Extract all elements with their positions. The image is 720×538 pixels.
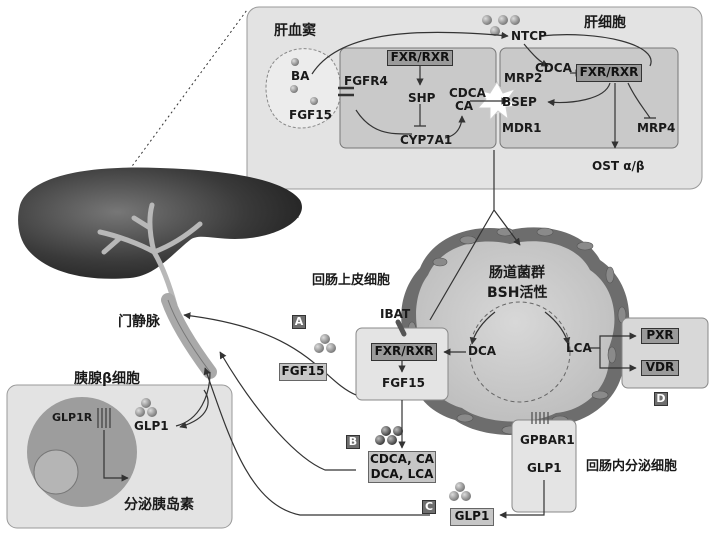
glp1-portal-box: GLP1 <box>450 508 494 526</box>
shp-label: SHP <box>408 91 436 105</box>
ca-label: CA <box>455 99 474 113</box>
ba-to-ntcp-arrow <box>311 31 509 75</box>
beta-cell-nucleus <box>33 449 79 495</box>
lca-to-vdr-arrow <box>599 348 637 372</box>
ntcp-label: NTCP <box>511 29 547 43</box>
fgfr4-bar <box>338 86 354 97</box>
lca-arrow <box>544 311 571 345</box>
fxr-rxr-hepatocyte-left: FXR/RXR <box>387 50 453 66</box>
dca-label: DCA <box>468 344 497 358</box>
ba-sphere-small <box>291 58 299 66</box>
glp1-enteroendocrine-label: GLP1 <box>527 461 562 475</box>
panel-d-tag: D <box>654 392 668 406</box>
microbe-cycle <box>469 301 571 403</box>
ntcp-to-cdca-arrow <box>523 43 549 67</box>
ba-sphere <box>490 26 500 36</box>
cyp7a1-to-ca-arrow <box>444 115 466 139</box>
hepatocyte-title: 肝细胞 <box>584 15 626 31</box>
ibat-transporter <box>395 319 407 337</box>
glp1-spheres-pancreas <box>135 398 157 417</box>
microbe-lumen <box>416 241 615 422</box>
insulin-arrow <box>103 430 129 482</box>
glp1-pancreas-label: GLP1 <box>134 419 169 433</box>
glp1-to-portal <box>499 480 545 519</box>
liver <box>18 167 302 279</box>
fgf15-to-portal-arrow <box>183 312 357 396</box>
fxr-rxr-ileal: FXR/RXR <box>371 343 437 361</box>
cyp7a1-label: CYP7A1 <box>400 133 453 147</box>
bile-acids-box-line2: DCA, LCA <box>368 467 436 483</box>
bile-acid-spheres <box>375 426 403 445</box>
enteroendocrine-title: 回肠内分泌细胞 <box>586 459 678 474</box>
fgf15-ileal-label: FGF15 <box>382 376 425 390</box>
dca-arrow <box>469 311 496 345</box>
glp1r-label: GLP1R <box>52 411 93 424</box>
ostab-label: OST α/β <box>592 159 645 173</box>
fgfr4-to-cyp7a1 <box>355 109 413 135</box>
bsep-label: BSEP <box>502 95 537 109</box>
ntcp-loop-arrow <box>539 34 652 67</box>
fgf15-spheres <box>314 334 336 353</box>
fgf15-sphere <box>310 97 318 105</box>
portal-vein-outline <box>167 299 211 373</box>
glp1-spheres-bottom <box>449 482 471 501</box>
mrp2-label: MRP2 <box>504 71 543 85</box>
portal-vein-label: 门静脉 <box>118 314 160 330</box>
bile-acids-box-line1: CDCA, CA <box>368 451 436 467</box>
sinusoid-blob <box>265 48 342 129</box>
ileal-epithelial-title: 回肠上皮细胞 <box>312 273 391 288</box>
bile-acids-to-portal-arrow <box>219 351 356 471</box>
pancreatic-beta-title: 胰腺β细胞 <box>74 371 141 387</box>
lca-label: LCA <box>566 341 592 355</box>
ibat-label: IBAT <box>380 307 411 321</box>
panel-a-tag: A <box>292 315 306 329</box>
ba-sphere <box>482 15 492 25</box>
pxr-box: PXR <box>641 328 679 344</box>
portal-to-glp1-arrow <box>175 371 211 427</box>
fxr-to-bsep-arrow <box>547 82 611 107</box>
glp1r-receptor <box>97 408 111 428</box>
bile-flow-line <box>429 150 520 321</box>
glp1-c-to-portal-arrow <box>203 367 430 516</box>
gpbar1-label: GPBAR1 <box>520 433 575 447</box>
insulin-secretion-label: 分泌胰岛素 <box>124 497 194 513</box>
panel-b-tag: B <box>346 435 360 449</box>
fxr-rxr-hepatocyte-right: FXR/RXR <box>576 64 642 82</box>
ba-sphere <box>510 15 520 25</box>
mrp4-label: MRP4 <box>637 121 676 135</box>
glp1-to-receptor-arrow <box>179 389 209 429</box>
bsh-activity-title: BSH活性 <box>487 285 548 301</box>
vdr-box: VDR <box>641 360 679 376</box>
liver-vessels <box>97 202 203 308</box>
fgf15-sinusoid-label: FGF15 <box>289 108 332 122</box>
cdca-left-label: CDCA <box>449 86 486 100</box>
portal-vein <box>161 293 217 379</box>
shp-inhibit-cyp7a1 <box>414 104 426 127</box>
gut-microbiota-title: 肠道菌群 <box>489 265 545 281</box>
ba-sphere-small <box>290 85 298 93</box>
cdca-right-label: CDCA <box>535 61 572 75</box>
mdr1-label: MDR1 <box>502 121 542 135</box>
ba-label: BA <box>291 69 310 83</box>
ba-sphere <box>498 15 508 25</box>
fgfr4-label: FGFR4 <box>344 74 388 88</box>
hepatic-sinusoid-title: 肝血窦 <box>274 23 316 39</box>
panel-c-tag: C <box>422 500 436 514</box>
lca-to-pxr-arrow <box>590 332 637 349</box>
gpbar1-receptor <box>531 412 549 424</box>
fxr-to-mrp4-inhibit <box>627 82 656 119</box>
fgf15-portal-box: FGF15 <box>279 363 327 381</box>
